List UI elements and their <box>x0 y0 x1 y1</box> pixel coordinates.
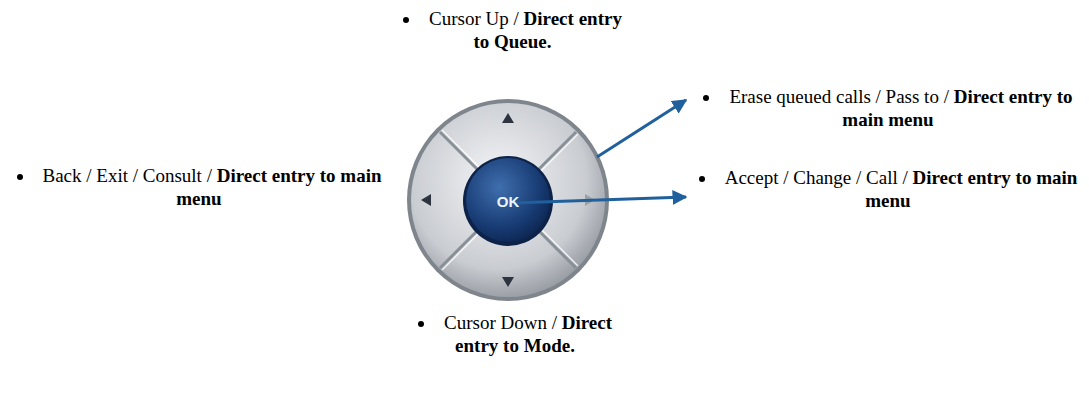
key-function: Erase queued calls / Pass to / <box>729 86 949 107</box>
ok-label: OK <box>497 193 520 210</box>
bullet-item: Cursor Up /Direct entry to Queue. <box>395 8 630 54</box>
right-callout: Accept / Change / Call /Direct entry to … <box>692 167 1084 213</box>
bullet-item: Erase queued calls / Pass to /Direct ent… <box>692 86 1084 132</box>
key-function: Cursor Up / <box>429 8 519 29</box>
ok-button <box>466 158 550 242</box>
right-top-callout: Erase queued calls / Pass to /Direct ent… <box>692 86 1084 132</box>
key-function: Cursor Down / <box>444 312 557 333</box>
key-function: Back / Exit / Consult / <box>43 165 212 186</box>
bullet-item: Cursor Down /Direct entry to Mode. <box>395 312 635 358</box>
bullet-item: Accept / Change / Call /Direct entry to … <box>692 167 1084 213</box>
leader-arrows <box>512 100 686 203</box>
cursor-up-callout: Cursor Up /Direct entry to Queue. <box>395 8 630 54</box>
bullet-item: Back / Exit / Consult /Direct entry to m… <box>4 165 394 211</box>
key-function: Accept / Change / Call / <box>725 167 908 188</box>
left-callout: Back / Exit / Consult /Direct entry to m… <box>4 165 394 211</box>
cursor-down-callout: Cursor Down /Direct entry to Mode. <box>395 312 635 358</box>
